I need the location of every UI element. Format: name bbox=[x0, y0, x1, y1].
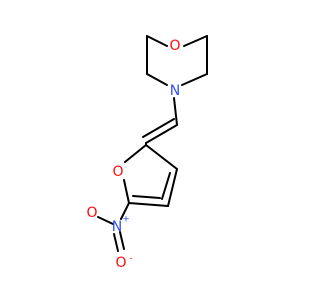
bond-furan-double-c4-c3 bbox=[161, 172, 171, 200]
bond-furan-o-c5 bbox=[123, 179, 130, 204]
bond-vinyl-double-b bbox=[142, 118, 175, 138]
nitro-oxygen-charge: - bbox=[129, 254, 132, 264]
bond-layer bbox=[97, 35, 208, 252]
label-layer: O N O N + O O - bbox=[86, 38, 180, 271]
bond-morpholine-n-c3 bbox=[181, 73, 208, 86]
bond-morpholine-c2-n bbox=[146, 73, 168, 86]
molecule-canvas: O N O N + O O - bbox=[86, 35, 208, 271]
bond-nitro-o-double-a bbox=[119, 231, 125, 250]
molecule-structure: O N O N + O O - bbox=[86, 35, 208, 271]
atom-nitro-oxygen-double: O bbox=[115, 255, 126, 271]
bond-vinyl-double-a bbox=[145, 124, 178, 144]
bond-morpholine-c4-o bbox=[183, 35, 208, 47]
bond-furan-c4-c3 bbox=[167, 168, 178, 207]
atom-nitro-oxygen-single: O bbox=[86, 205, 97, 221]
bond-furan-nitro bbox=[120, 202, 130, 220]
bond-nitro-o-single bbox=[97, 216, 114, 225]
bond-furan-double-c5-c4-inner bbox=[132, 195, 161, 199]
nitro-nitrogen-charge: + bbox=[122, 215, 130, 225]
bond-furan-c2-o bbox=[124, 144, 147, 163]
bond-furan-c5-c4 bbox=[128, 202, 169, 207]
bond-n-vinyl bbox=[173, 97, 178, 126]
bond-furan-c3-c2 bbox=[145, 144, 178, 170]
bond-morpholine-o-c1 bbox=[146, 35, 168, 47]
atom-morpholine-nitrogen: N bbox=[170, 83, 180, 99]
atom-nitro-nitrogen: N bbox=[112, 219, 122, 235]
atom-morpholine-oxygen: O bbox=[169, 38, 180, 54]
bond-nitro-o-double-b bbox=[113, 233, 119, 252]
atom-furan-oxygen: O bbox=[112, 164, 123, 180]
